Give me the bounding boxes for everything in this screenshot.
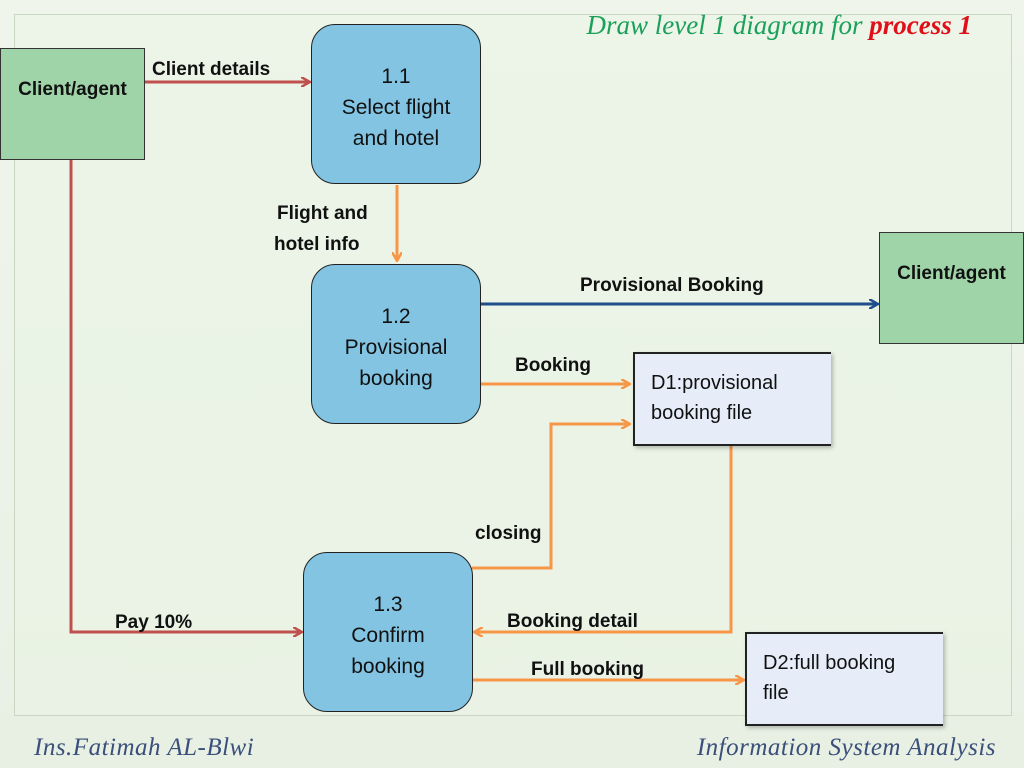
flow-label-provisional-booking: Provisional Booking (580, 275, 764, 296)
process-name-line2: booking (359, 367, 433, 390)
slide-title: Draw level 1 diagram for process 1 (520, 10, 973, 41)
arrow-pay (69, 160, 301, 632)
flow-label-flight-hotel-info-1: Flight and (277, 203, 368, 224)
process-1-1: 1.1 Select flight and hotel (311, 24, 481, 184)
process-name-line2: and hotel (352, 127, 440, 150)
title-prefix: Draw level 1 diagram for (586, 10, 870, 40)
entity-label: Client/agent (897, 263, 1006, 284)
external-entity-client-agent-right: Client/agent (879, 232, 1024, 344)
data-store-d1: D1:provisional booking file (633, 352, 831, 446)
flow-label-full-booking: Full booking (531, 659, 644, 680)
flow-label-booking: Booking (515, 355, 591, 376)
external-entity-client-agent-left: Client/agent (0, 48, 145, 160)
footer-course: Information System Analysis (696, 734, 996, 761)
process-name-line1: Select flight (341, 96, 451, 119)
process-name-line1: Provisional (344, 336, 448, 359)
data-store-d2: D2:full booking file (745, 632, 943, 726)
store-label-line1: D2:full booking (763, 652, 896, 674)
store-label-line2: file (763, 682, 789, 704)
arrow-closing (472, 424, 629, 570)
arrow-booking-detail (475, 446, 733, 632)
store-label-line2: booking file (651, 402, 753, 424)
flow-label-flight-hotel-info-2: hotel info (274, 234, 360, 255)
flow-label-pay: Pay 10% (115, 612, 193, 633)
process-id: 1.3 (373, 593, 403, 616)
process-id: 1.2 (381, 305, 411, 328)
process-name-line2: booking (351, 655, 425, 678)
footer-author: Ins.Fatimah AL-Blwi (34, 734, 255, 761)
process-1-2: 1.2 Provisional booking (311, 264, 481, 424)
entity-label: Client/agent (18, 79, 127, 100)
store-label-line1: D1:provisional (651, 372, 778, 394)
flow-label-booking-detail: Booking detail (507, 611, 638, 632)
process-id: 1.1 (381, 65, 411, 88)
title-highlight: process 1 (869, 10, 972, 40)
process-name-line1: Confirm (351, 624, 425, 647)
slide-frame (14, 14, 1012, 716)
flow-label-closing: closing (475, 523, 542, 544)
process-1-3: 1.3 Confirm booking (303, 552, 473, 712)
flow-label-client-details: Client details (152, 59, 271, 80)
